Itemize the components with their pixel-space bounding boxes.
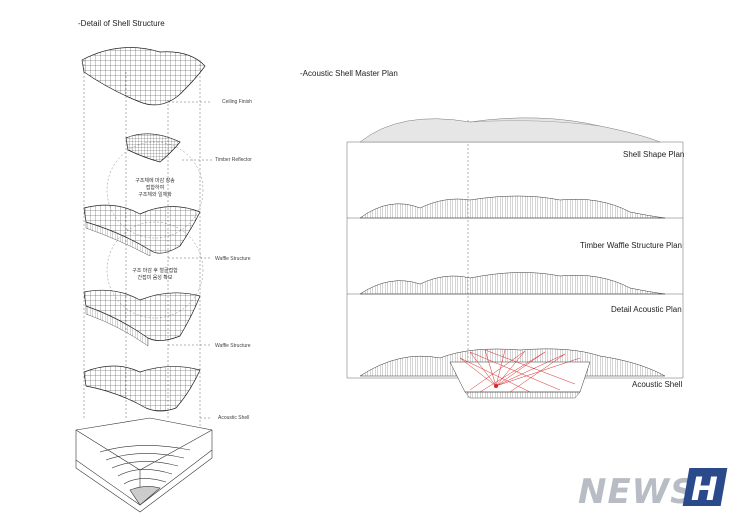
plan-label-timber-waffle: Timber Waffle Structure Plan <box>580 241 682 250</box>
shell-shape-plan <box>359 117 661 143</box>
acoustic-shell-section <box>359 348 666 399</box>
hall-base <box>75 417 213 513</box>
korean-note-2-line: 간접미 음성 확보 <box>137 275 173 281</box>
label-waffle-structure-2: Waffle Structure <box>215 343 251 349</box>
label-ceiling-finish: Ceiling Finish <box>222 99 253 105</box>
korean-note-2: 구조 마감 후 철골접합 간접미 음성 확보 <box>120 268 190 282</box>
plan-label-acoustic-shell: Acoustic Shell <box>632 380 683 389</box>
plan-label-detail-acoustic: Detail Acoustic Plan <box>611 305 682 314</box>
timber-waffle-plan <box>359 195 666 219</box>
korean-note-1-line: 구조체와 일체화 <box>138 192 172 198</box>
korean-note-1-line: 구조체에 마감 장송 <box>135 178 175 184</box>
right-title: -Acoustic Shell Master Plan <box>300 69 398 78</box>
korean-note-2-line: 구조 마감 후 철골접합 <box>132 268 178 274</box>
detail-acoustic-plan <box>359 272 666 295</box>
label-waffle-structure-1: Waffle Structure <box>215 256 251 262</box>
logo-letter: H <box>691 470 718 508</box>
label-timber-reflector: Timber Reflector <box>215 157 252 163</box>
korean-note-1: 구조체에 마감 장송 접합하여 구조체와 일체화 <box>122 178 188 199</box>
plan-label-shell-shape: Shell Shape Plan <box>623 150 685 159</box>
logo-text: NEWS <box>578 472 696 512</box>
label-acoustic-shell: Acoustic Shell <box>218 415 250 421</box>
timber-reflector-layer <box>125 133 181 163</box>
news-h-logo: NEWS H <box>578 468 728 512</box>
left-title: -Detail of Shell Structure <box>78 19 165 28</box>
ceiling-finish-layer <box>81 47 206 106</box>
acoustic-shell-layer <box>83 365 201 412</box>
korean-note-1-line: 접합하여 <box>145 185 165 191</box>
